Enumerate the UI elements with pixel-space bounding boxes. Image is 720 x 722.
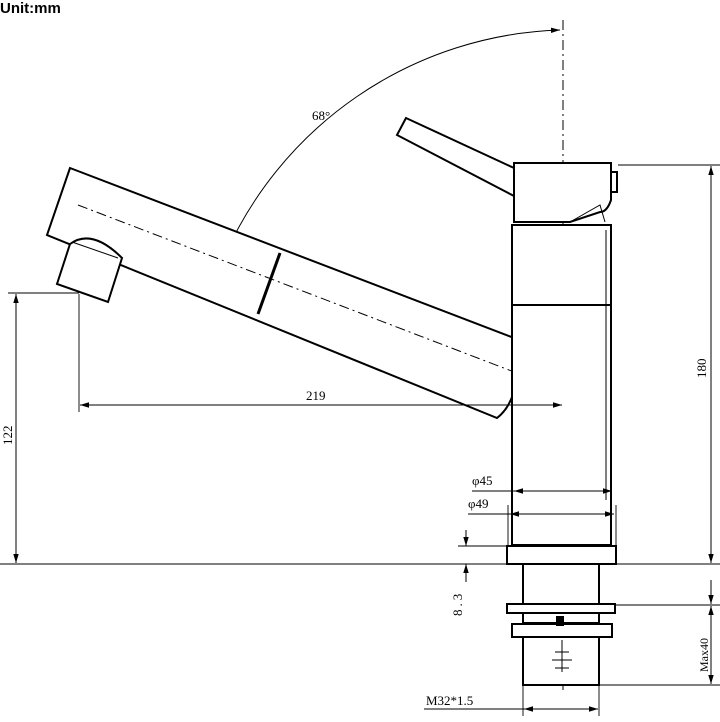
angle-label: 68° [312,108,330,123]
thread-label: M32*1.5 [426,693,473,708]
dim-thread: M32*1.5 [424,685,600,716]
max-counter-label: Max40 [697,638,711,672]
dim-base-thickness: 8.3 [450,530,507,616]
handle [395,116,618,223]
spout-height-label: 122 [0,426,15,446]
angle-arc [221,27,561,263]
dim-spout-height: 122 [0,292,720,565]
unit-label: Unit:mm [0,0,61,17]
base-escutcheon [506,545,617,565]
diameter-49-label: φ49 [468,496,489,511]
dim-total-height: 180 [618,164,720,563]
dim-max-counter: Max40 [600,580,720,686]
dim-spout-reach: 219 [78,294,562,412]
dim-diameter-45: φ45 [472,473,612,494]
shank [506,563,616,686]
base-thickness-label: 8.3 [450,591,465,616]
total-height-label: 180 [694,359,709,379]
dim-diameter-49: φ49 [468,496,617,546]
diameter-45-label: φ45 [472,473,493,488]
faucet-body [511,224,612,546]
spout-reach-label: 219 [306,388,326,403]
spout [45,166,523,420]
aerator [55,237,124,304]
